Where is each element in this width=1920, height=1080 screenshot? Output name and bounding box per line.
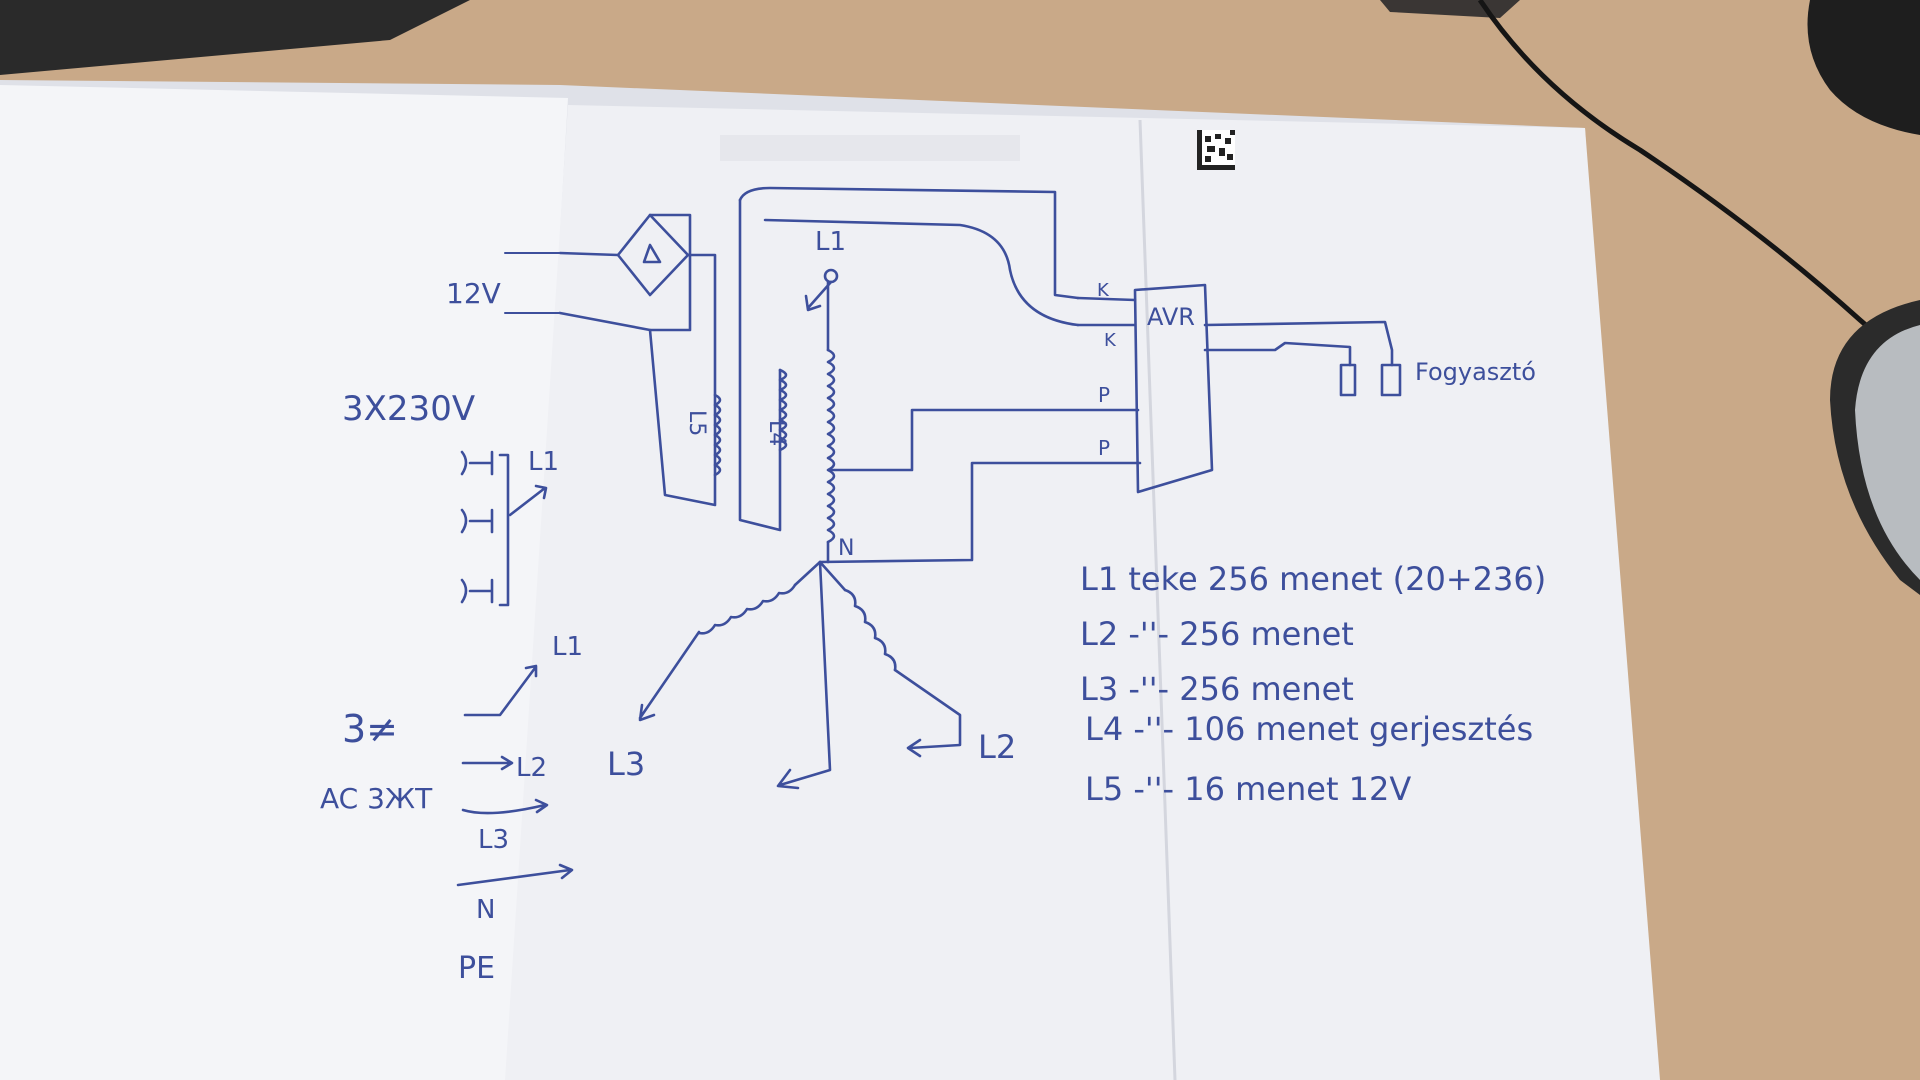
avr-terminal-p-upper: P [1098, 383, 1110, 407]
label-ac: AC 3ЖТ [320, 782, 433, 815]
main-winding-l1 [804, 268, 1140, 564]
star-connection [638, 461, 1142, 790]
label-input-l1: L1 [552, 632, 583, 662]
label-node-n: N [838, 536, 854, 561]
label-star-l3: L3 [607, 745, 645, 783]
winding-notes: L1 teke 256 menet (20+236) L2 -''- 256 m… [1080, 560, 1546, 808]
avr-title: AVR [1147, 303, 1195, 331]
avr-terminal-k-lower: K [1104, 330, 1117, 351]
avr-terminal-k-upper: K [1097, 280, 1110, 301]
input-12v-wires [504, 252, 561, 314]
coil-l5 [648, 253, 722, 507]
label-phase-symbol: 3≠ [342, 707, 398, 751]
label-3x230v: 3X230V [342, 389, 475, 429]
label-coil-l5: L5 [684, 410, 709, 436]
label-star-l2: L2 [978, 728, 1016, 766]
avr-module [1076, 283, 1214, 494]
label-breaker-l1: L1 [528, 447, 559, 477]
label-tap-l1: L1 [815, 227, 846, 257]
datamatrix-code-icon [1197, 130, 1235, 170]
breaker-symbols [460, 450, 548, 607]
coil-l4 [738, 186, 1080, 532]
note-line-5: L5 -''- 16 menet 12V [1085, 770, 1411, 808]
label-coil-l4: L4 [764, 420, 789, 446]
note-line-3: L3 -''- 256 menet [1080, 670, 1354, 708]
gray-device [1845, 315, 1920, 580]
load-output [1203, 320, 1402, 397]
label-12v: 12V [446, 277, 501, 310]
avr-terminal-p-lower: P [1098, 436, 1110, 460]
faint-printed-text [720, 135, 1020, 161]
note-line-4: L4 -''- 106 menet gerjesztés [1085, 710, 1533, 748]
note-line-2: L2 -''- 256 menet [1080, 615, 1354, 653]
gray-device-rim [1830, 300, 1920, 595]
paper-fold-line [1138, 119, 1177, 1080]
label-input-n: N [476, 895, 495, 925]
label-input-pe: PE [458, 951, 495, 986]
mouse-device [1807, 0, 1920, 135]
paper-sheet-left-panel [0, 85, 568, 1080]
input-terminals [456, 664, 574, 887]
laptop-corner [0, 0, 470, 75]
load-label: Fogyasztó [1415, 358, 1536, 386]
paper-sheet-main [505, 105, 1660, 1080]
label-input-l2: L2 [516, 753, 547, 783]
note-line-1: L1 teke 256 menet (20+236) [1080, 560, 1546, 598]
label-input-l3: L3 [478, 825, 509, 855]
